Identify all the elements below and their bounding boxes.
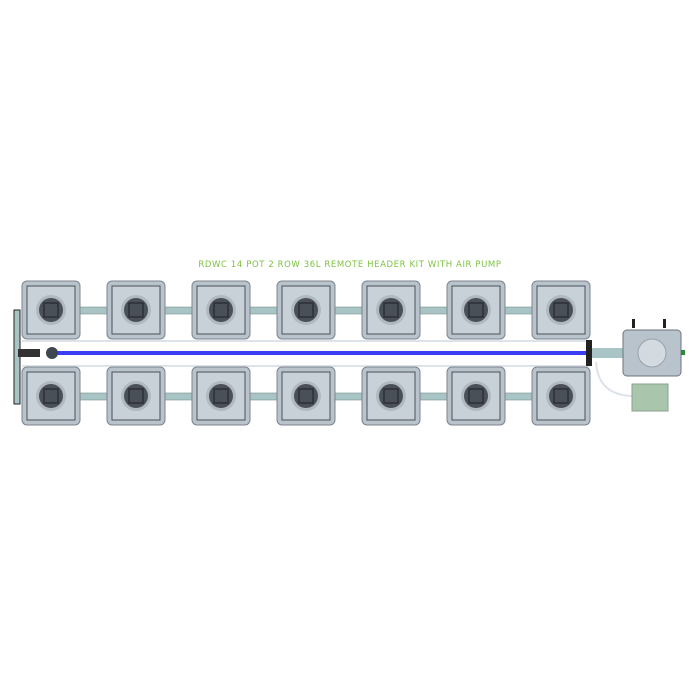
pot	[531, 366, 591, 426]
diagram-title: RDWC 14 POT 2 ROW 36L REMOTE HEADER KIT …	[198, 260, 502, 270]
pot	[21, 280, 81, 340]
pot	[446, 280, 506, 340]
pot	[191, 366, 251, 426]
net-pot-grid	[298, 388, 314, 404]
pot-rim	[26, 371, 76, 421]
net-pot	[294, 298, 318, 322]
pot	[106, 280, 166, 340]
pot	[21, 366, 81, 426]
pot	[446, 366, 506, 426]
net-pot	[294, 384, 318, 408]
net-pot-grid	[128, 388, 144, 404]
net-pot	[549, 298, 573, 322]
pot	[531, 280, 591, 340]
net-pot-grid	[468, 302, 484, 318]
net-pot-grid	[213, 388, 229, 404]
net-pot-grid	[213, 302, 229, 318]
header-lid	[637, 338, 667, 368]
header-connector	[586, 340, 592, 366]
pot	[276, 280, 336, 340]
air-pump	[631, 383, 669, 412]
air-line	[55, 351, 625, 355]
header-and-pump	[622, 319, 685, 412]
net-pot	[464, 384, 488, 408]
net-pot-grid	[468, 388, 484, 404]
pot	[191, 280, 251, 340]
net-pot-grid	[553, 388, 569, 404]
header-bracket-left	[632, 319, 635, 328]
valve	[46, 347, 58, 359]
net-pot-grid	[43, 388, 59, 404]
header-bracket-right	[663, 319, 666, 328]
net-pot	[549, 384, 573, 408]
net-pot-grid	[553, 302, 569, 318]
net-pot	[464, 298, 488, 322]
net-pot-grid	[128, 302, 144, 318]
net-pot-grid	[298, 302, 314, 318]
pots	[21, 280, 591, 426]
net-pot	[209, 384, 233, 408]
net-pot	[124, 298, 148, 322]
net-pot	[379, 298, 403, 322]
pot	[361, 280, 421, 340]
net-pot	[209, 298, 233, 322]
net-pot	[39, 384, 63, 408]
pot	[361, 366, 421, 426]
net-pot-grid	[43, 302, 59, 318]
pot-rim	[281, 371, 331, 421]
header-outlet	[681, 350, 685, 355]
net-pot-grid	[383, 302, 399, 318]
pot	[106, 366, 166, 426]
pot	[276, 366, 336, 426]
net-pot	[379, 384, 403, 408]
pot-rim	[536, 371, 586, 421]
pot-rim	[111, 285, 161, 335]
net-pot	[39, 298, 63, 322]
net-pot-grid	[383, 388, 399, 404]
air-pump-tube	[595, 361, 633, 397]
fitting	[18, 349, 40, 357]
net-pot	[124, 384, 148, 408]
header-feed-pipe	[590, 348, 624, 358]
